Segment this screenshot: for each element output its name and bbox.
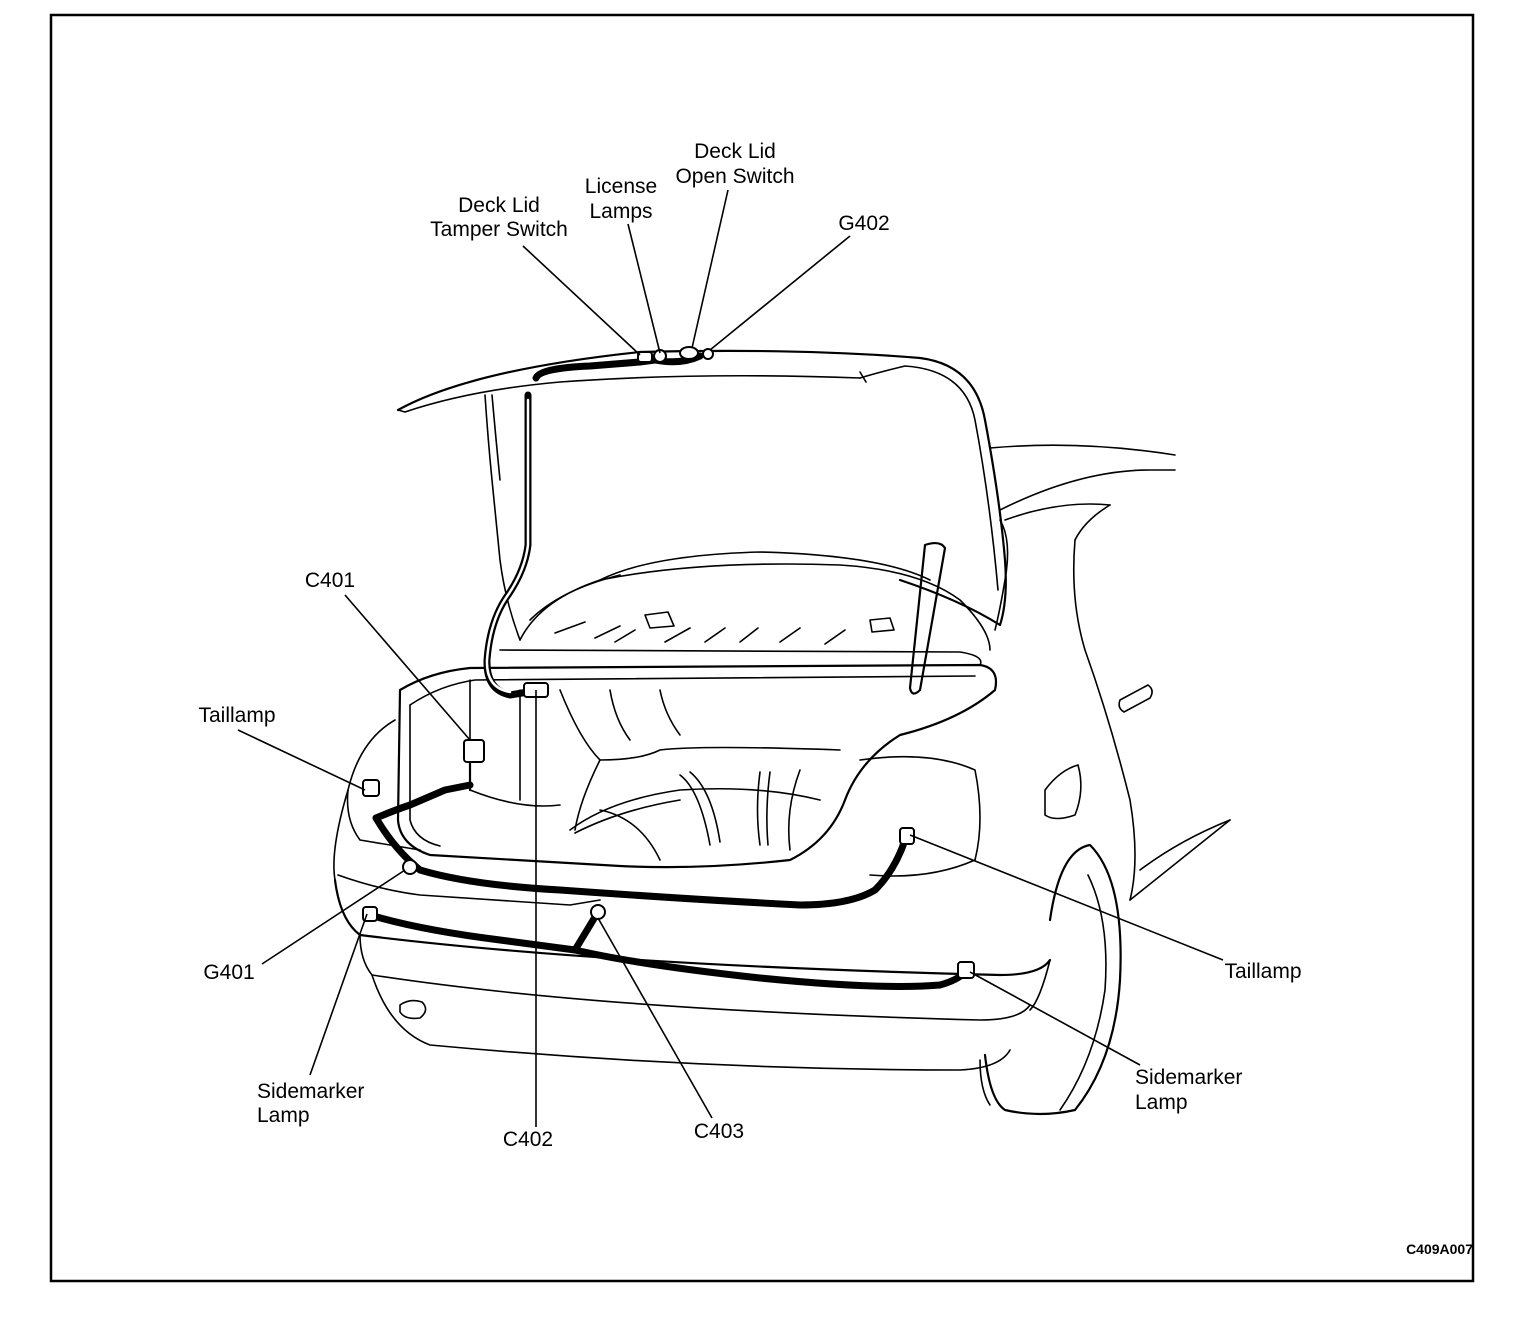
diagram-frame	[49, 13, 1475, 1283]
label-taillamp-right: Taillamp	[1224, 960, 1301, 983]
label-c402: C402	[503, 1128, 553, 1151]
label-sidemarker-left-2: Lamp	[257, 1104, 310, 1127]
label-taillamp-left: Taillamp	[198, 704, 275, 727]
label-g401: G401	[203, 961, 254, 984]
label-g402: G402	[838, 212, 889, 235]
connector-c401	[463, 739, 485, 763]
deck-lid	[396, 349, 1009, 641]
label-license-lamps-1: License	[585, 175, 657, 198]
label-deck-lid-open-switch-2: Open Switch	[675, 165, 794, 188]
label-sidemarker-right-2: Lamp	[1135, 1091, 1188, 1114]
connector-c403	[590, 904, 606, 920]
label-sidemarker-right-1: Sidemarker	[1135, 1066, 1242, 1089]
label-c403: C403	[694, 1120, 744, 1143]
connector-taillamp-left	[362, 779, 380, 797]
connector-deck-lid-open	[679, 346, 699, 360]
label-license-lamps-2: Lamps	[589, 200, 652, 223]
connector-sidemarker-right	[957, 961, 975, 979]
connector-g402	[702, 348, 714, 360]
figure-code: C409A007	[1406, 1241, 1473, 1257]
label-c401: C401	[305, 569, 355, 592]
wiring-harness	[366, 352, 969, 990]
car-body	[333, 444, 1231, 1116]
label-deck-lid-tamper-switch-2: Tamper Switch	[430, 218, 568, 241]
leader-lines	[237, 189, 1224, 1127]
label-deck-lid-open-switch-1: Deck Lid	[694, 140, 776, 163]
connector-g401	[402, 859, 418, 875]
label-deck-lid-tamper-switch-1: Deck Lid	[458, 194, 540, 217]
label-sidemarker-left-1: Sidemarker	[257, 1080, 364, 1103]
callout-labels: Deck Lid Open Switch License Lamps Deck …	[198, 140, 1473, 1257]
connector-deck-lid-tamper	[637, 351, 653, 363]
